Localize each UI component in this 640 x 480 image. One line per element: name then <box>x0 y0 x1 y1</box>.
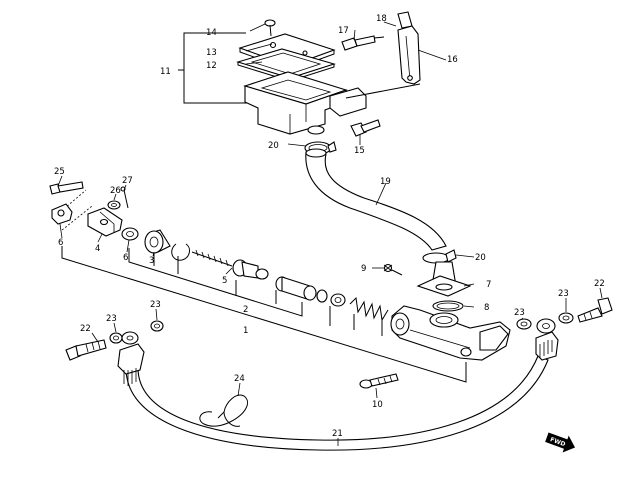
reservoir-hose <box>305 148 447 251</box>
reservoir-assembly <box>178 11 421 155</box>
clip-18 <box>397 11 413 29</box>
callout-3: 3 <box>149 256 154 266</box>
callout-9: 9 <box>361 264 366 274</box>
union-bolt-22-left <box>65 339 107 361</box>
callout-5: 5 <box>222 276 227 286</box>
bolt-15 <box>350 119 381 137</box>
union-bolt-22-right <box>577 297 613 323</box>
sleeve-3 <box>144 229 171 254</box>
callout-23-d: 23 <box>558 289 569 299</box>
callout-22-right: 22 <box>594 279 605 289</box>
piston <box>275 276 328 303</box>
hose-clip-24 <box>199 394 248 427</box>
washer-23-b <box>150 320 164 332</box>
boot-6 <box>121 227 139 241</box>
callout-23-a: 23 <box>106 314 117 324</box>
callout-bracket-1 <box>61 246 467 383</box>
reservoir-bracket <box>397 25 421 85</box>
callout-24: 24 <box>234 374 245 384</box>
fwd-label: FWD <box>549 436 566 448</box>
hose-clamp-lower <box>422 249 457 264</box>
callout-17: 17 <box>338 26 349 36</box>
hose-fitting <box>416 261 472 297</box>
push-rod-5 <box>191 249 269 280</box>
washer-23-a <box>109 332 123 344</box>
callout-23-b: 23 <box>150 300 161 310</box>
callout-1: 1 <box>243 326 248 336</box>
callout-16: 16 <box>447 55 458 65</box>
bolt-25 <box>49 181 84 195</box>
callout-4: 4 <box>95 244 100 254</box>
callout-8: 8 <box>484 303 489 313</box>
callout-bracket-11 <box>183 32 247 104</box>
diaphragm-plate <box>236 48 336 82</box>
bolt-9 <box>383 263 403 276</box>
cup-seal <box>330 293 346 307</box>
clamp-4 <box>87 207 123 237</box>
pin-27 <box>120 186 129 209</box>
callout-13: 13 <box>206 48 217 58</box>
callout-27: 27 <box>122 176 133 186</box>
callout-numbers: 14 13 12 11 17 18 16 20 15 19 20 9 7 8 1… <box>54 14 605 439</box>
callout-19: 19 <box>380 177 391 187</box>
reservoir-body <box>243 71 421 135</box>
callout-bracket-2 <box>128 248 303 317</box>
o-ring-8 <box>432 300 464 312</box>
callout-23-c: 23 <box>514 308 525 318</box>
callout-6-boot: 6 <box>123 253 128 263</box>
callout-7: 7 <box>486 280 491 290</box>
callout-25: 25 <box>54 167 65 177</box>
callout-15: 15 <box>354 146 365 156</box>
master-cylinder-assembly <box>49 181 511 389</box>
callout-6-left: 6 <box>58 238 63 248</box>
callout-11: 11 <box>160 67 171 77</box>
return-spring <box>349 296 389 322</box>
washer-23-d <box>558 312 574 324</box>
circlip <box>171 243 190 261</box>
callout-20-lower: 20 <box>475 253 486 263</box>
clutch-hose <box>117 318 559 451</box>
callout-10: 10 <box>372 400 383 410</box>
bolt-10 <box>359 373 399 389</box>
washer-26 <box>107 200 121 210</box>
callout-22-left: 22 <box>80 324 91 334</box>
bolt-17 <box>341 35 385 51</box>
forward-arrow-icon: FWD <box>545 432 576 453</box>
pivot-6-left <box>51 203 73 225</box>
washer-23-c <box>516 318 532 330</box>
callout-2: 2 <box>243 305 248 315</box>
callout-12: 12 <box>206 61 217 71</box>
callout-21: 21 <box>332 429 343 439</box>
callout-20-upper: 20 <box>268 141 279 151</box>
callout-14: 14 <box>206 28 217 38</box>
callout-26: 26 <box>110 186 121 196</box>
cylinder-body <box>390 305 511 361</box>
leader-lines <box>57 21 603 446</box>
callout-18: 18 <box>376 14 387 24</box>
screw-14 <box>264 19 276 37</box>
